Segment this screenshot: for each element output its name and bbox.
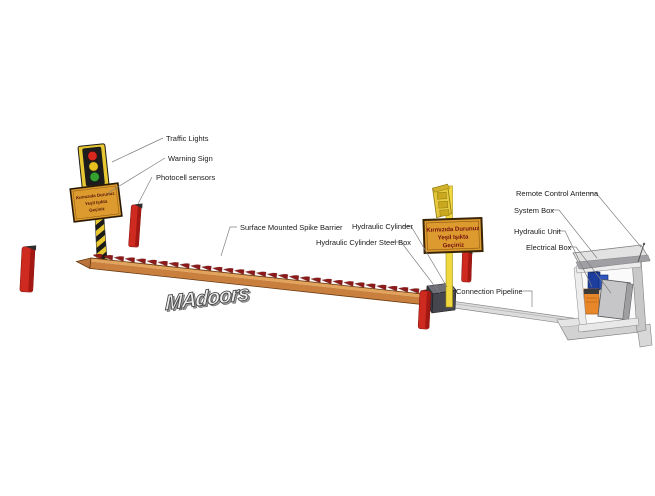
leader-lines xyxy=(107,137,642,307)
spike-barrier xyxy=(75,253,434,307)
leader-antenna xyxy=(588,192,642,248)
remote-control-antenna-icon xyxy=(637,242,646,263)
leader-warning-sign xyxy=(107,157,166,194)
warning-sign-left-line3: Geçiniz xyxy=(89,206,106,213)
label-system-box: System Box xyxy=(514,206,554,215)
watermark-logo: MAdoors MAdoors xyxy=(164,281,251,317)
warning-sign-right-line3: Geçiniz xyxy=(443,243,465,250)
leader-hydraulic-unit xyxy=(557,230,593,288)
warning-sign-right-line1: Kırmızıda Durunuz xyxy=(426,226,479,234)
photocell-post-lower-left xyxy=(19,245,37,293)
leader-electrical-box xyxy=(568,246,612,294)
label-photocell-sensors: Photocell sensors xyxy=(156,173,215,182)
photocell-post-upper xyxy=(128,203,143,248)
label-spike-barrier: Surface Mounted Spike Barrier xyxy=(240,223,343,232)
label-hydraulic-unit: Hydraulic Unit xyxy=(514,227,562,236)
photocell-post-front-right xyxy=(417,290,432,330)
warning-sign-left-line2: Yeşil Işıkta xyxy=(85,199,108,207)
photocell-post-right xyxy=(461,249,473,283)
system-box-cabinet xyxy=(556,242,653,348)
hydraulic-unit-box xyxy=(583,288,600,315)
green-light-icon xyxy=(89,172,100,182)
callout-labels: Traffic Lights Warning Sign Photocell se… xyxy=(156,134,599,296)
electrical-box-unit xyxy=(597,278,634,321)
leader-steel-box xyxy=(394,241,441,294)
leader-connection-pipeline xyxy=(523,290,533,307)
leader-photocell-sensors xyxy=(137,176,153,205)
label-remote-control-antenna: Remote Control Antenna xyxy=(516,189,599,198)
warning-sign-left: Kırmızıda Durunuz Yeşil Işıkta Geçiniz xyxy=(69,182,123,223)
label-connection-pipeline: Connection Pipeline xyxy=(456,287,523,296)
label-hydraulic-cylinder: Hydraulic Cylinder xyxy=(352,222,413,231)
red-light-icon xyxy=(87,151,98,161)
label-steel-box: Hydraulic Cylinder Steel Box xyxy=(316,238,411,247)
warning-sign-left-line1: Kırmızıda Durunuz xyxy=(76,191,116,201)
label-electrical-box: Electrical Box xyxy=(526,243,572,252)
warning-sign-right-line2: Yeşil Işıkta xyxy=(438,234,470,241)
warning-sign-right: Kırmızıda Durunuz Yeşil Işıkta Geçiniz xyxy=(422,216,484,255)
yellow-light-icon xyxy=(88,161,99,172)
cabinet-lid xyxy=(572,244,651,270)
leader-spike-barrier xyxy=(220,226,237,257)
traffic-light-head-left xyxy=(77,143,110,190)
leader-hydraulic-cylinder xyxy=(403,225,448,288)
leader-traffic-lights xyxy=(111,137,164,163)
label-warning-sign: Warning Sign xyxy=(168,154,213,163)
label-traffic-lights: Traffic Lights xyxy=(166,134,209,143)
leader-system-box xyxy=(551,209,598,259)
traffic-light-head-right xyxy=(432,183,452,219)
